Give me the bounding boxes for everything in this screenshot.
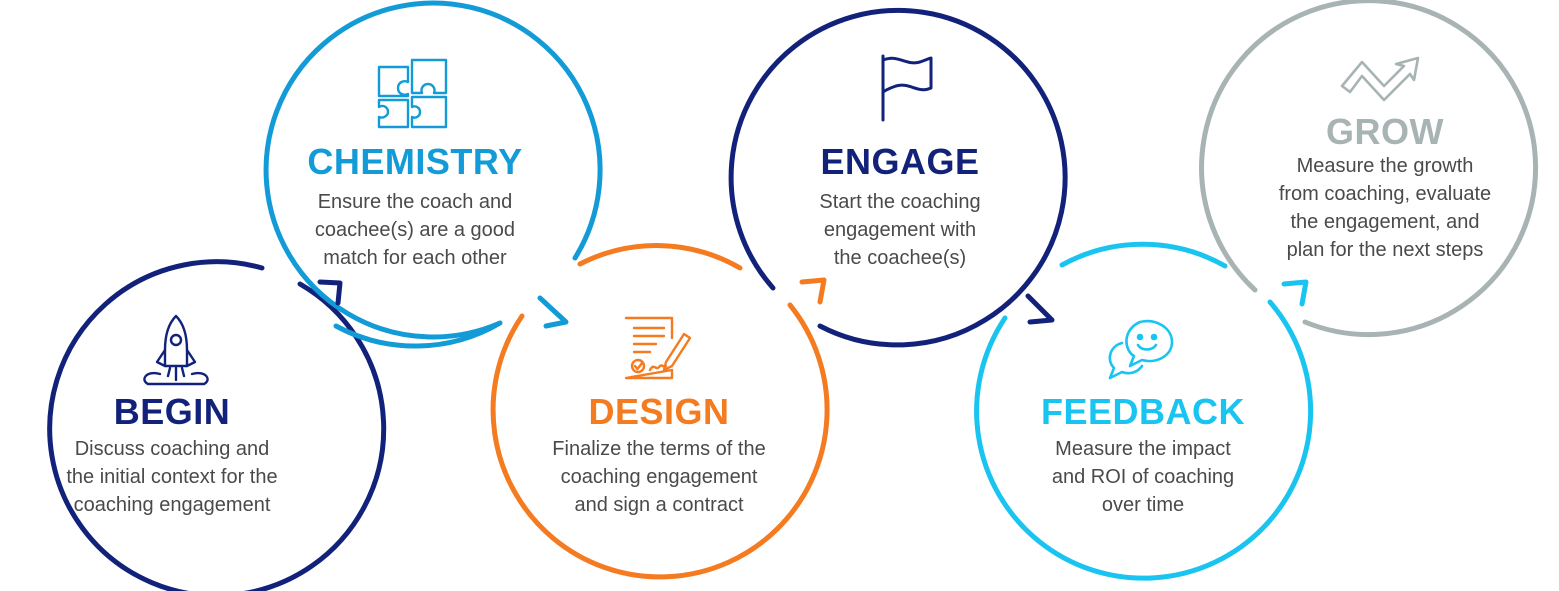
desc-line: Start the coaching <box>819 191 981 213</box>
step-design: DESIGN Finalize the terms of the coachin… <box>524 392 794 519</box>
desc-line: and ROI of coaching <box>1051 466 1235 488</box>
step-desc-engage: Start the coaching engagement with the c… <box>765 188 1035 272</box>
step-title-grow: GROW <box>1326 111 1444 152</box>
step-title-feedback: FEEDBACK <box>1040 391 1245 432</box>
step-desc-feedback: Measure the impact and ROI of coaching o… <box>1008 435 1278 519</box>
desc-line: coaching engagement <box>560 466 758 488</box>
arrow-feedback-to-grow <box>1281 279 1309 307</box>
step-feedback: FEEDBACK Measure the impact and ROI of c… <box>1008 392 1278 519</box>
step-engage: ENGAGE Start the coaching engagement wit… <box>765 142 1035 272</box>
step-desc-chemistry: Ensure the coach and coachee(s) are a go… <box>280 188 550 272</box>
rocket-icon <box>143 314 209 386</box>
desc-line: the initial context for the <box>66 466 278 488</box>
step-title-engage: ENGAGE <box>820 141 980 182</box>
step-begin: BEGIN Discuss coaching and the initial c… <box>37 392 307 519</box>
chat-smile-icon <box>1108 319 1174 380</box>
arrow-design-to-engage <box>799 277 827 305</box>
desc-line: and sign a contract <box>574 494 744 516</box>
desc-line: Finalize the terms of the <box>552 438 766 460</box>
step-desc-grow: Measure the growth from coaching, evalua… <box>1250 152 1520 264</box>
circle-feedback <box>974 241 1314 581</box>
circle-chemistry <box>263 0 603 349</box>
step-grow: GROW Measure the growth from coaching, e… <box>1250 112 1520 264</box>
desc-line: Ensure the coach and <box>317 191 513 213</box>
arrow-engage-to-feedback <box>1025 293 1055 325</box>
desc-line: match for each other <box>323 247 507 269</box>
desc-line: coaching engagement <box>73 494 271 516</box>
puzzle-icon <box>377 58 448 129</box>
desc-line: engagement with <box>823 219 977 241</box>
growth-arrow-icon <box>1340 56 1420 102</box>
circle-design <box>490 243 830 580</box>
desc-line: plan for the next steps <box>1286 239 1484 261</box>
arrow-begin-to-chemistry <box>317 279 343 306</box>
desc-line: the coachee(s) <box>833 247 967 269</box>
step-desc-begin: Discuss coaching and the initial context… <box>37 435 307 519</box>
step-desc-design: Finalize the terms of the coaching engag… <box>524 435 794 519</box>
contract-icon <box>624 316 692 380</box>
desc-line: Measure the growth <box>1296 155 1474 177</box>
desc-line: Discuss coaching and <box>74 438 270 460</box>
step-chemistry: CHEMISTRY Ensure the coach and coachee(s… <box>280 142 550 272</box>
flag-icon <box>881 54 933 122</box>
step-title-begin: BEGIN <box>113 391 231 432</box>
circle-grow <box>1199 0 1539 338</box>
desc-line: coachee(s) are a good <box>314 219 516 241</box>
desc-line: over time <box>1101 494 1185 516</box>
circle-begin <box>47 259 387 591</box>
desc-line: from coaching, evaluate <box>1278 183 1492 205</box>
circle-engage <box>728 7 1068 348</box>
desc-line: Measure the impact <box>1055 438 1231 460</box>
step-title-chemistry: CHEMISTRY <box>307 141 523 182</box>
arrow-chemistry-to-design <box>537 295 569 329</box>
desc-line: the engagement, and <box>1290 211 1480 233</box>
step-title-design: DESIGN <box>588 391 730 432</box>
